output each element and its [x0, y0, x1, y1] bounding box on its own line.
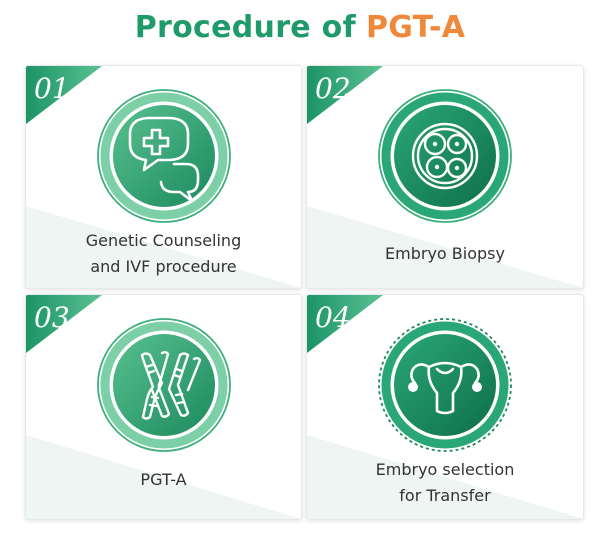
step-label: PGT-A — [26, 467, 301, 493]
step-label-line-2: and IVF procedure — [90, 257, 237, 276]
step-number: 01 — [34, 72, 70, 105]
page-title: Procedure of PGT-A — [0, 10, 600, 45]
step-number: 03 — [34, 301, 70, 334]
card-background — [307, 435, 583, 519]
step-label-line-2: for Transfer — [399, 486, 491, 505]
step-card-2: 02 Embryo Biopsy — [306, 65, 584, 289]
chat-medical-cross-icon — [97, 89, 231, 223]
step-label: Genetic Counseling and IVF procedure — [26, 228, 301, 280]
step-number: 02 — [315, 72, 351, 105]
step-card-1: 01 Genetic Counseling and IVF procedure — [25, 65, 302, 289]
uterus-icon — [378, 318, 512, 452]
corner-ribbon — [26, 66, 102, 124]
card-background — [26, 435, 301, 519]
step-label: Embryo Biopsy — [307, 241, 583, 267]
step-label-line-1: Embryo selection — [375, 460, 515, 479]
step-label-line-1: PGT-A — [140, 470, 187, 489]
corner-ribbon — [307, 66, 383, 124]
corner-ribbon — [26, 295, 102, 353]
step-number: 04 — [315, 301, 351, 334]
step-label-line-1: Genetic Counseling — [85, 231, 242, 250]
step-card-3: 03 PGT-A — [25, 294, 302, 520]
title-text: Procedure of — [134, 10, 356, 45]
card-background — [26, 206, 301, 288]
chromosome-icon — [97, 318, 231, 452]
card-background — [307, 206, 583, 288]
step-label: Embryo selection for Transfer — [307, 457, 583, 509]
title-highlight: PGT-A — [365, 10, 466, 45]
embryo-cells-icon — [378, 89, 512, 223]
step-label-line-1: Embryo Biopsy — [385, 244, 505, 263]
step-card-4: 04 Embryo selection for Transfer — [306, 294, 584, 520]
corner-ribbon — [307, 295, 383, 353]
